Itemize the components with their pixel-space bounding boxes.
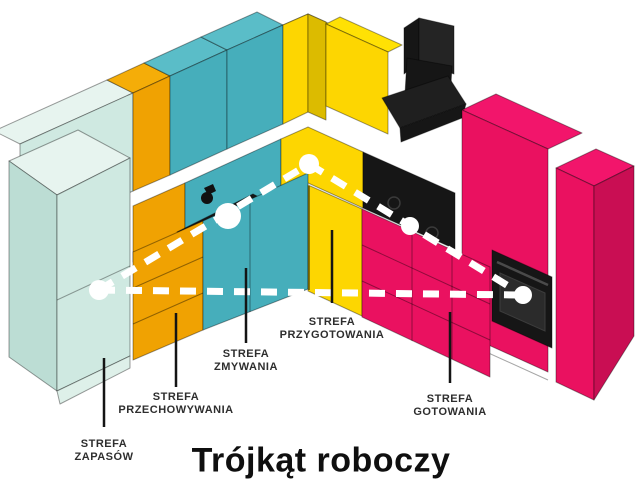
tall-cabinet-front <box>57 158 130 391</box>
hob-surface <box>363 152 455 249</box>
zone-label-line: STREFA <box>222 348 270 360</box>
zone-label-supplies: STREFA ZAPASÓW <box>75 438 134 464</box>
zone-label-line: ZAPASÓW <box>74 451 134 463</box>
triangle-edge-corner-oven <box>309 164 523 295</box>
upper-cabinet-top-yellow-right <box>326 17 402 52</box>
zone-label-line: PRZECHOWYWANIA <box>118 404 234 416</box>
vertex-dot-hob <box>401 217 419 235</box>
faucet-icon <box>201 192 213 204</box>
oven-handle <box>497 262 548 285</box>
faucet-spout <box>204 184 216 195</box>
zone-label-storage: STREFA PRZECHOWYWANIA <box>118 391 233 417</box>
vertex-dot-sink <box>215 203 241 229</box>
zone-label-line: ZMYWANIA <box>214 361 278 373</box>
zone-label-line: STREFA <box>308 316 356 328</box>
vertex-dot-corner <box>299 154 319 174</box>
zone-label-washing: STREFA ZMYWANIA <box>214 348 278 374</box>
corner-cabinet-left-face <box>283 14 308 124</box>
work-triangle-vertices <box>89 154 532 304</box>
vertex-dot-supplies <box>89 280 109 300</box>
zone-label-line: STREFA <box>80 438 128 450</box>
tall-cabinet-plinth <box>57 356 130 404</box>
label-leader-lines <box>104 230 450 427</box>
upper-cabinets-left-wall <box>0 12 402 242</box>
tall-cabinet-supplies <box>9 130 130 404</box>
zone-label-cooking: STREFA GOTOWANIA <box>413 393 486 419</box>
range-hood <box>382 18 466 142</box>
pink-column2-side <box>594 166 634 400</box>
zone-label-line: PRZYGOTOWANIA <box>279 329 385 341</box>
triangle-edge-fridge-oven <box>99 290 523 295</box>
zone-label-line: STREFA <box>426 393 474 405</box>
zone-label-preparation: STREFA PRZYGOTOWANIA <box>280 316 385 342</box>
tall-cabinet-side <box>9 161 57 391</box>
zone-label-line: GOTOWANIA <box>413 406 487 418</box>
upper-cabinet-orange <box>133 76 170 191</box>
drawer-line <box>362 245 490 304</box>
triangle-edge-fridge-corner <box>99 164 309 290</box>
corner-cabinet-right-face <box>308 14 326 120</box>
drawer-line <box>133 293 203 324</box>
hood-chimney-right <box>419 18 454 74</box>
pink-column2-front <box>556 168 594 400</box>
zone-label-line: STREFA <box>152 391 200 403</box>
hob-burner <box>388 197 400 209</box>
drawer-line <box>133 257 203 288</box>
vertex-dot-oven <box>514 286 532 304</box>
diagram-title: Trójkąt roboczy <box>191 441 451 480</box>
work-triangle <box>99 164 523 295</box>
upper-cabinet-yellow-right <box>326 24 388 134</box>
